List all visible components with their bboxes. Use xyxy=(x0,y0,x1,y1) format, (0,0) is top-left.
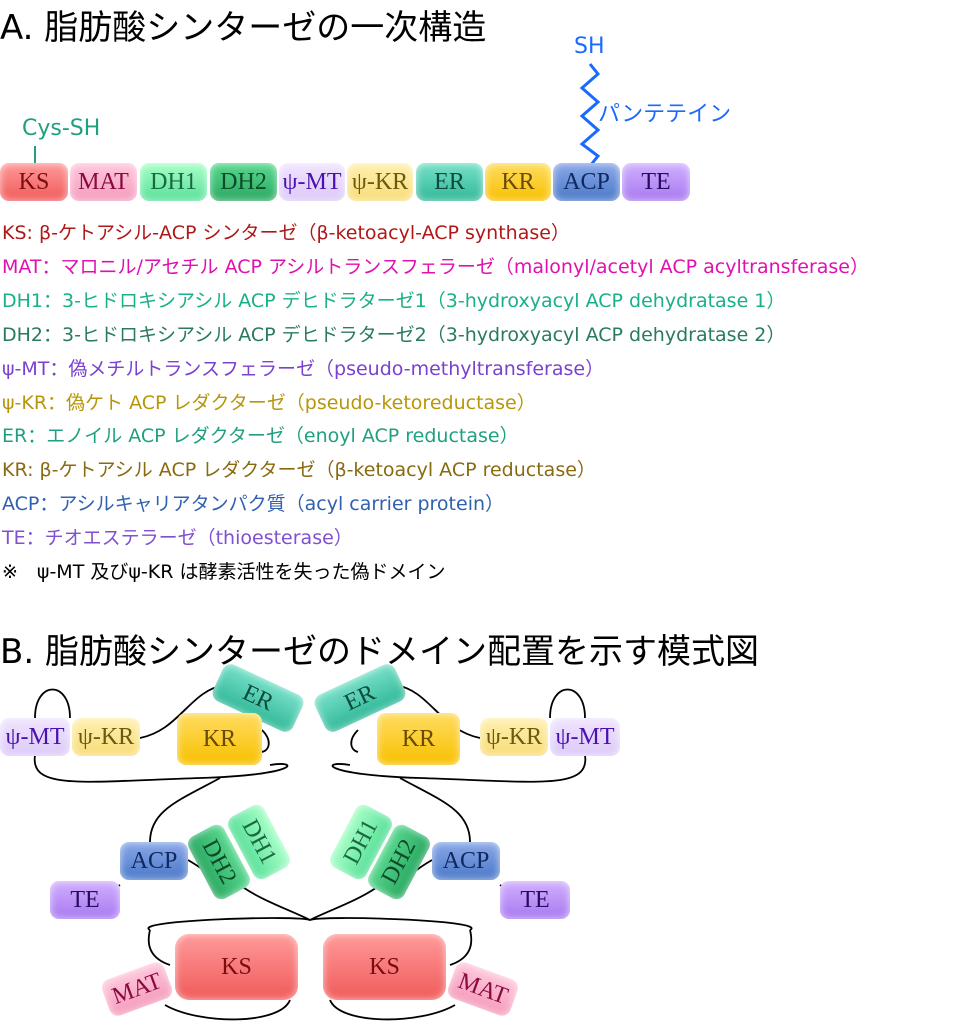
b-kr-left: KR xyxy=(177,713,262,765)
domain-psi-mt: ψ-MT xyxy=(279,163,345,201)
b-ks-right: KS xyxy=(323,934,446,1000)
domain-psi-kr: ψ-KR xyxy=(347,163,413,201)
pantetheine-arm xyxy=(579,63,601,167)
b-psi-mt-left: ψ-MT xyxy=(0,718,70,756)
pantetheine-label: パンテテイン xyxy=(598,102,732,127)
legend-item: ψ-MT：偽メチルトランスフェラーゼ（pseudo-methyltransfer… xyxy=(2,357,605,380)
domain-acp: ACP xyxy=(553,163,620,201)
legend-item: DH2：3-ヒドロキシアシル ACP デヒドラターゼ2（3-hydroxyacy… xyxy=(2,323,786,346)
domain-er: ER xyxy=(416,163,483,201)
domain-kr: KR xyxy=(485,163,551,201)
domain-dh2: DH2 xyxy=(210,163,277,201)
b-psi-kr-left: ψ-KR xyxy=(72,718,140,756)
section-b-title: B. 脂肪酸シンターゼのドメイン配置を示す模式図 xyxy=(0,632,759,672)
b-acp-right: ACP xyxy=(432,842,500,880)
legend-item: ψ-KR：偽ケト ACP レダクターゼ（pseudo-ketoreductase… xyxy=(2,391,536,414)
domain-mat: MAT xyxy=(70,163,137,201)
sh-label: SH xyxy=(574,34,605,59)
legend-item: KR: β-ケトアシル ACP レダクターゼ（β-ketoacyl ACP re… xyxy=(2,459,596,482)
b-psi-kr-right: ψ-KR xyxy=(480,718,548,756)
domain-te: TE xyxy=(622,163,690,201)
domain-dh1: DH1 xyxy=(140,163,207,201)
legend-item: ※ ψ-MT 及びψ-KR は酵素活性を失った偽ドメイン xyxy=(2,561,446,583)
b-ks-left: KS xyxy=(175,934,298,1000)
b-te-right: TE xyxy=(500,881,570,919)
b-te-left: TE xyxy=(50,881,120,919)
legend-item: MAT：マロニル/アセチル ACP アシルトランスフェラーゼ（malonyl/a… xyxy=(2,255,869,278)
legend-item: DH1：3-ヒドロキシアシル ACP デヒドラターゼ1（3-hydroxyacy… xyxy=(2,289,786,312)
connector-lines xyxy=(34,63,601,167)
domain-ks: KS xyxy=(0,163,68,201)
b-kr-right: KR xyxy=(377,713,460,765)
cys-sh-label: Cys-SH xyxy=(22,116,101,141)
legend-item: ACP：アシルキャリアタンパク質（acyl carrier protein） xyxy=(2,493,505,516)
legend-item: TE：チオエステラーゼ（thioesterase） xyxy=(2,527,353,550)
section-a-title: A. 脂肪酸シンターゼの一次構造 xyxy=(0,8,487,48)
legend-item: ER：エノイル ACP レダクターゼ（enoyl ACP reductase） xyxy=(2,425,519,448)
legend-item: KS: β-ケトアシル-ACP シンターゼ（β-ketoacyl-ACP syn… xyxy=(2,222,570,244)
b-acp-left: ACP xyxy=(120,842,188,880)
b-psi-mt-right: ψ-MT xyxy=(550,718,620,756)
